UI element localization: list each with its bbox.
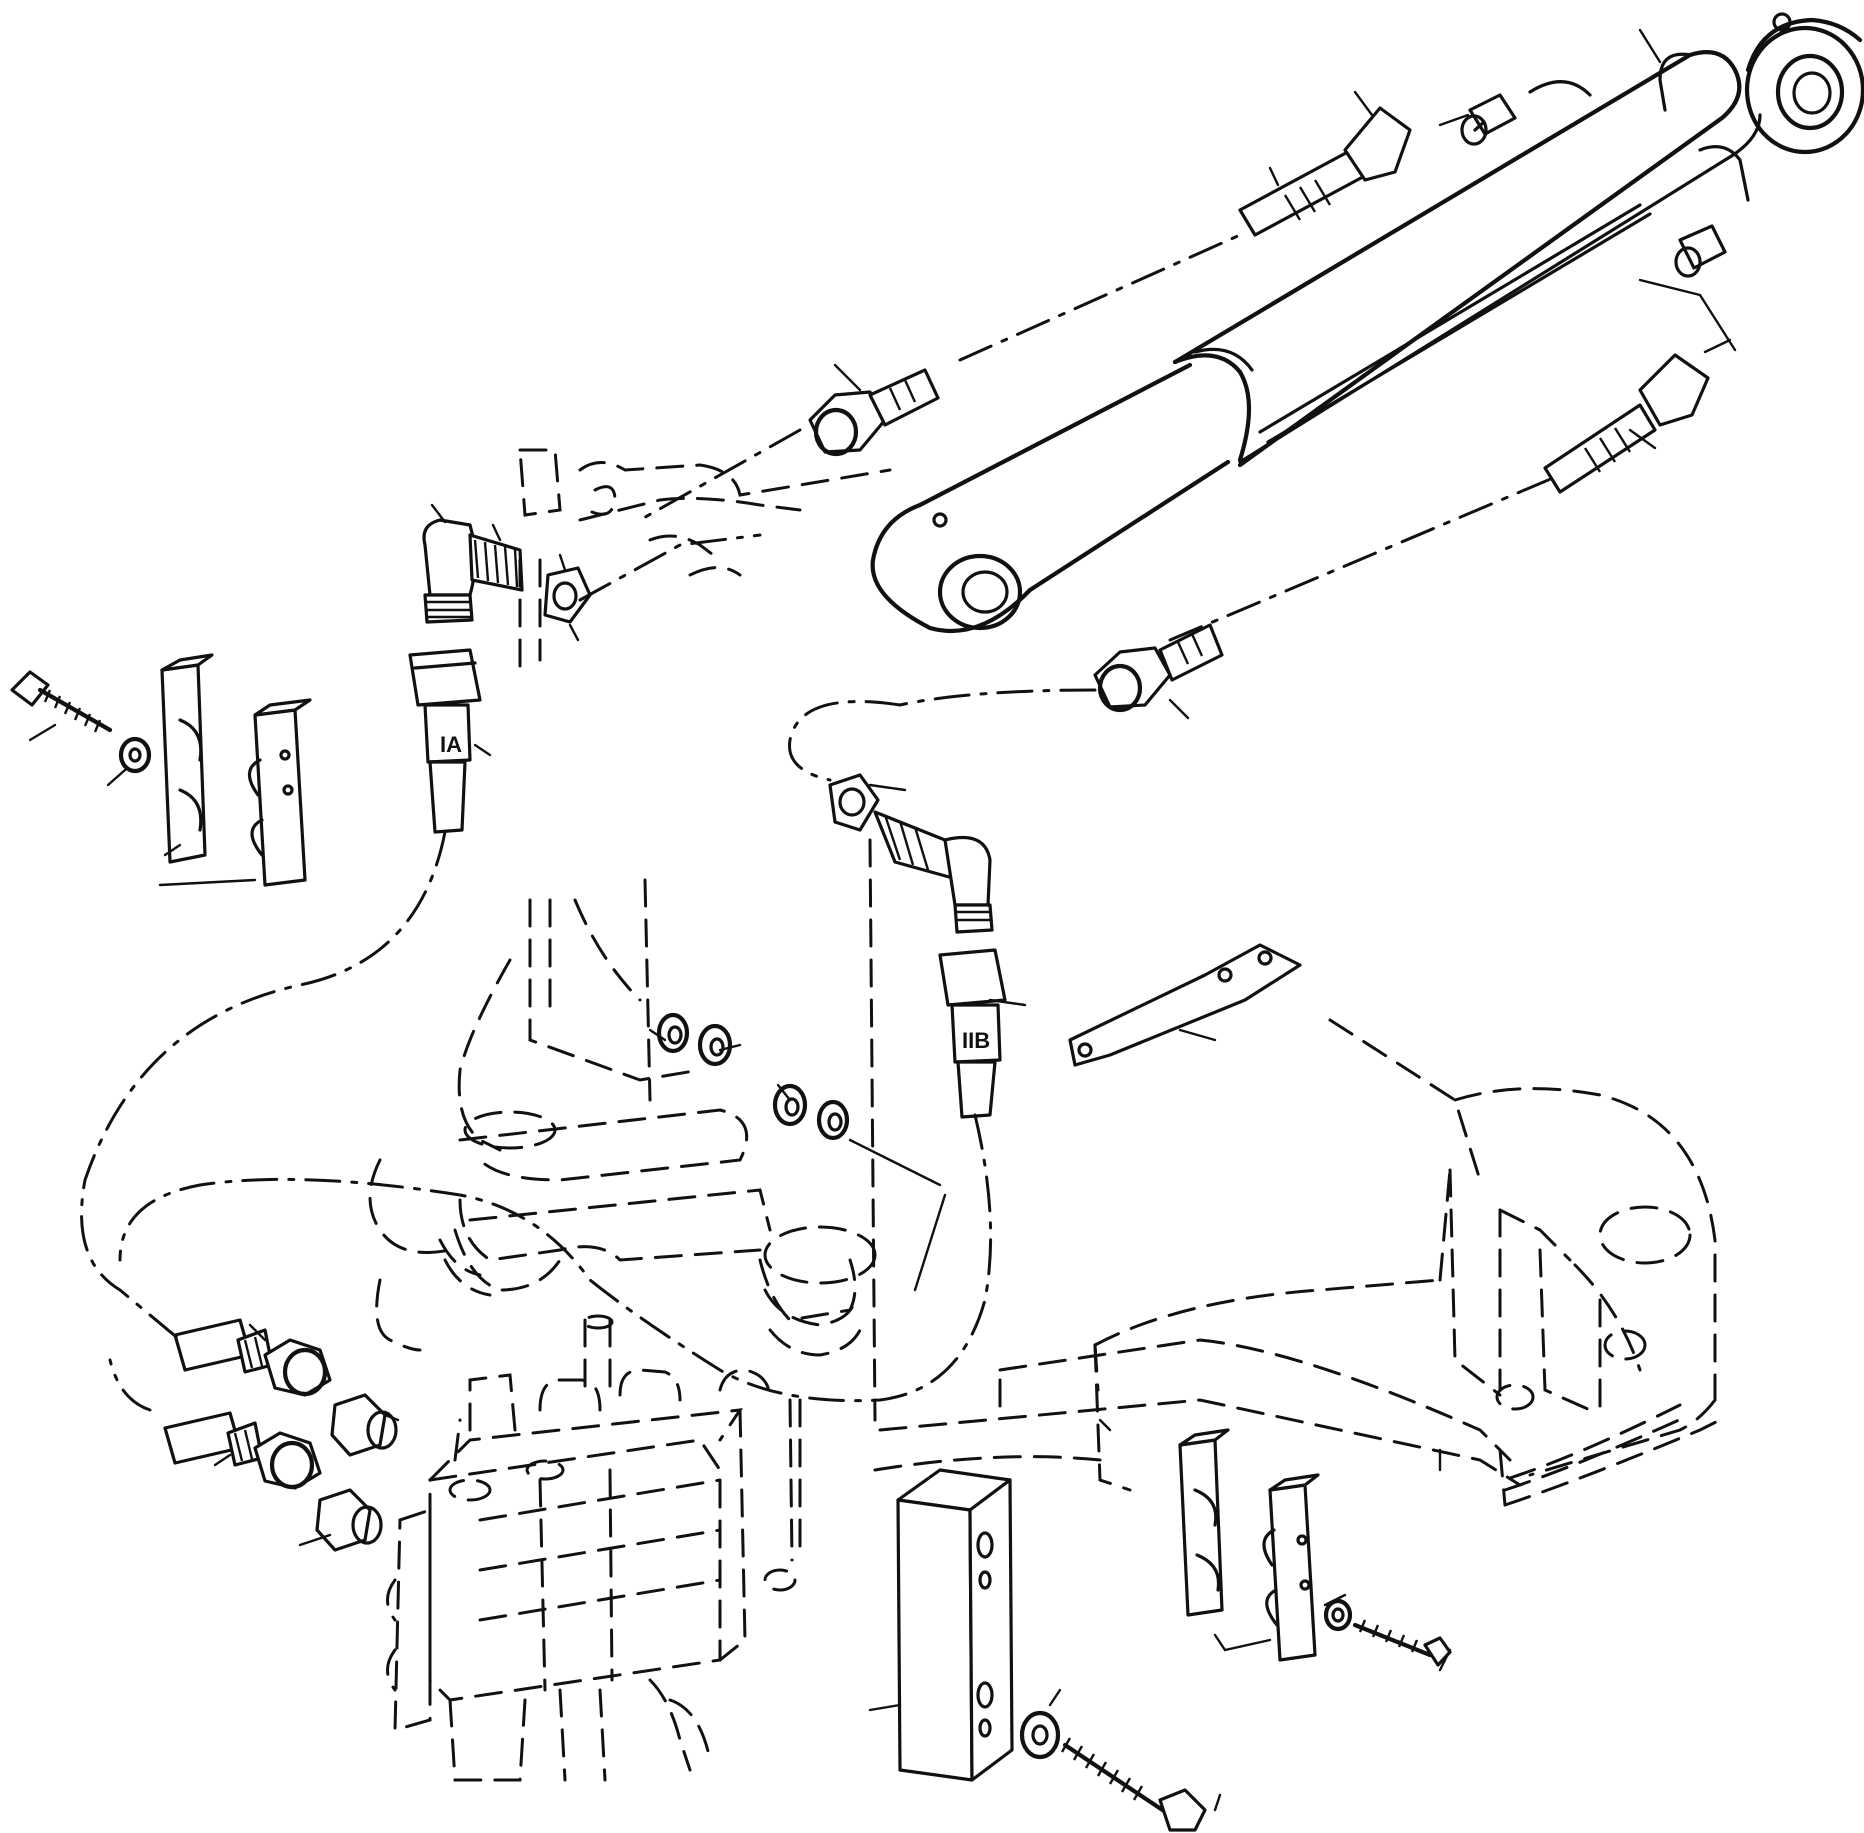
hose-fitting-lower-2: [163, 1411, 322, 1490]
spacer-block: [896, 1468, 1014, 1782]
elbow-fitting-left: [422, 518, 524, 624]
hose-clamp-half-lower-right-a: [1178, 1428, 1230, 1617]
phantom-boom-bracket: [518, 448, 892, 672]
fitting-label-ia: IA: [440, 732, 462, 757]
fitting-label-iib: IIB: [962, 1028, 990, 1053]
hose-clamp-half-upper-left-b: [247, 698, 312, 887]
hose-fitting-lower-1: [173, 1318, 332, 1397]
hose-fitting-top-right: [1543, 353, 1710, 494]
leader-lines: [28, 28, 1737, 1812]
phantom-control-valve: [386, 1314, 802, 1782]
bolt-bottom: [1060, 1737, 1207, 1832]
washer-nut-group-a: [656, 1012, 733, 1067]
swivel-fitting-IA: IA: [408, 648, 482, 834]
hydraulic-cylinder: [870, 12, 1864, 634]
hose-fitting-top-left: [1238, 106, 1412, 237]
hose-fitting-middle-right: [1093, 623, 1224, 713]
hose-clamp-half-upper-left-a: [160, 653, 214, 864]
washer-nut-group-b: [772, 1083, 850, 1141]
adapter-lower-1: [330, 1393, 398, 1457]
washer-lower-right: [1323, 1598, 1353, 1632]
elbow-fitting-middle: [873, 810, 994, 934]
port-fitting-lower: [1674, 224, 1727, 278]
washer-upper-left: [118, 736, 152, 774]
mounting-strap: [1068, 943, 1302, 1067]
hose-routing-lines: [80, 233, 1562, 1412]
port-fitting-upper: [1460, 93, 1517, 146]
phantom-mainframe: [868, 838, 1722, 1507]
bolt-upper-left: [10, 670, 113, 733]
nut-left: [543, 566, 592, 624]
bolt-lower-right: [1352, 1619, 1452, 1667]
hose-fitting-middle-left: [808, 368, 940, 457]
washer-bottom: [1019, 1710, 1061, 1760]
swivel-fitting-IIB: IIB: [938, 948, 1007, 1119]
nut-middle: [828, 773, 880, 832]
adapter-lower-2: [315, 1488, 383, 1552]
hose-clamp-half-lower-right-b: [1262, 1473, 1320, 1662]
